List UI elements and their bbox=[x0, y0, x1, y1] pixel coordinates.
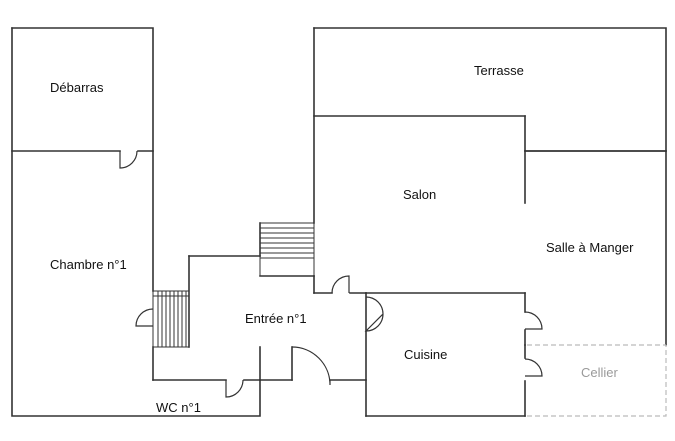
cellier-outline bbox=[527, 344, 667, 417]
label-salle-a-manger: Salle à Manger bbox=[546, 240, 634, 255]
label-salon: Salon bbox=[403, 187, 436, 202]
label-entree1: Entrée n°1 bbox=[245, 311, 307, 326]
right-wing-walls bbox=[313, 27, 667, 417]
label-cuisine: Cuisine bbox=[404, 347, 447, 362]
label-debarras: Débarras bbox=[50, 80, 104, 95]
label-terrasse: Terrasse bbox=[474, 63, 524, 78]
door-swings-left bbox=[119, 150, 384, 398]
door-swings-right bbox=[524, 311, 543, 377]
label-wc1: WC n°1 bbox=[156, 400, 201, 415]
stairs-center bbox=[259, 222, 315, 277]
stairs-left bbox=[152, 290, 190, 348]
label-chambre1: Chambre n°1 bbox=[50, 257, 127, 272]
label-cellier: Cellier bbox=[581, 365, 619, 380]
